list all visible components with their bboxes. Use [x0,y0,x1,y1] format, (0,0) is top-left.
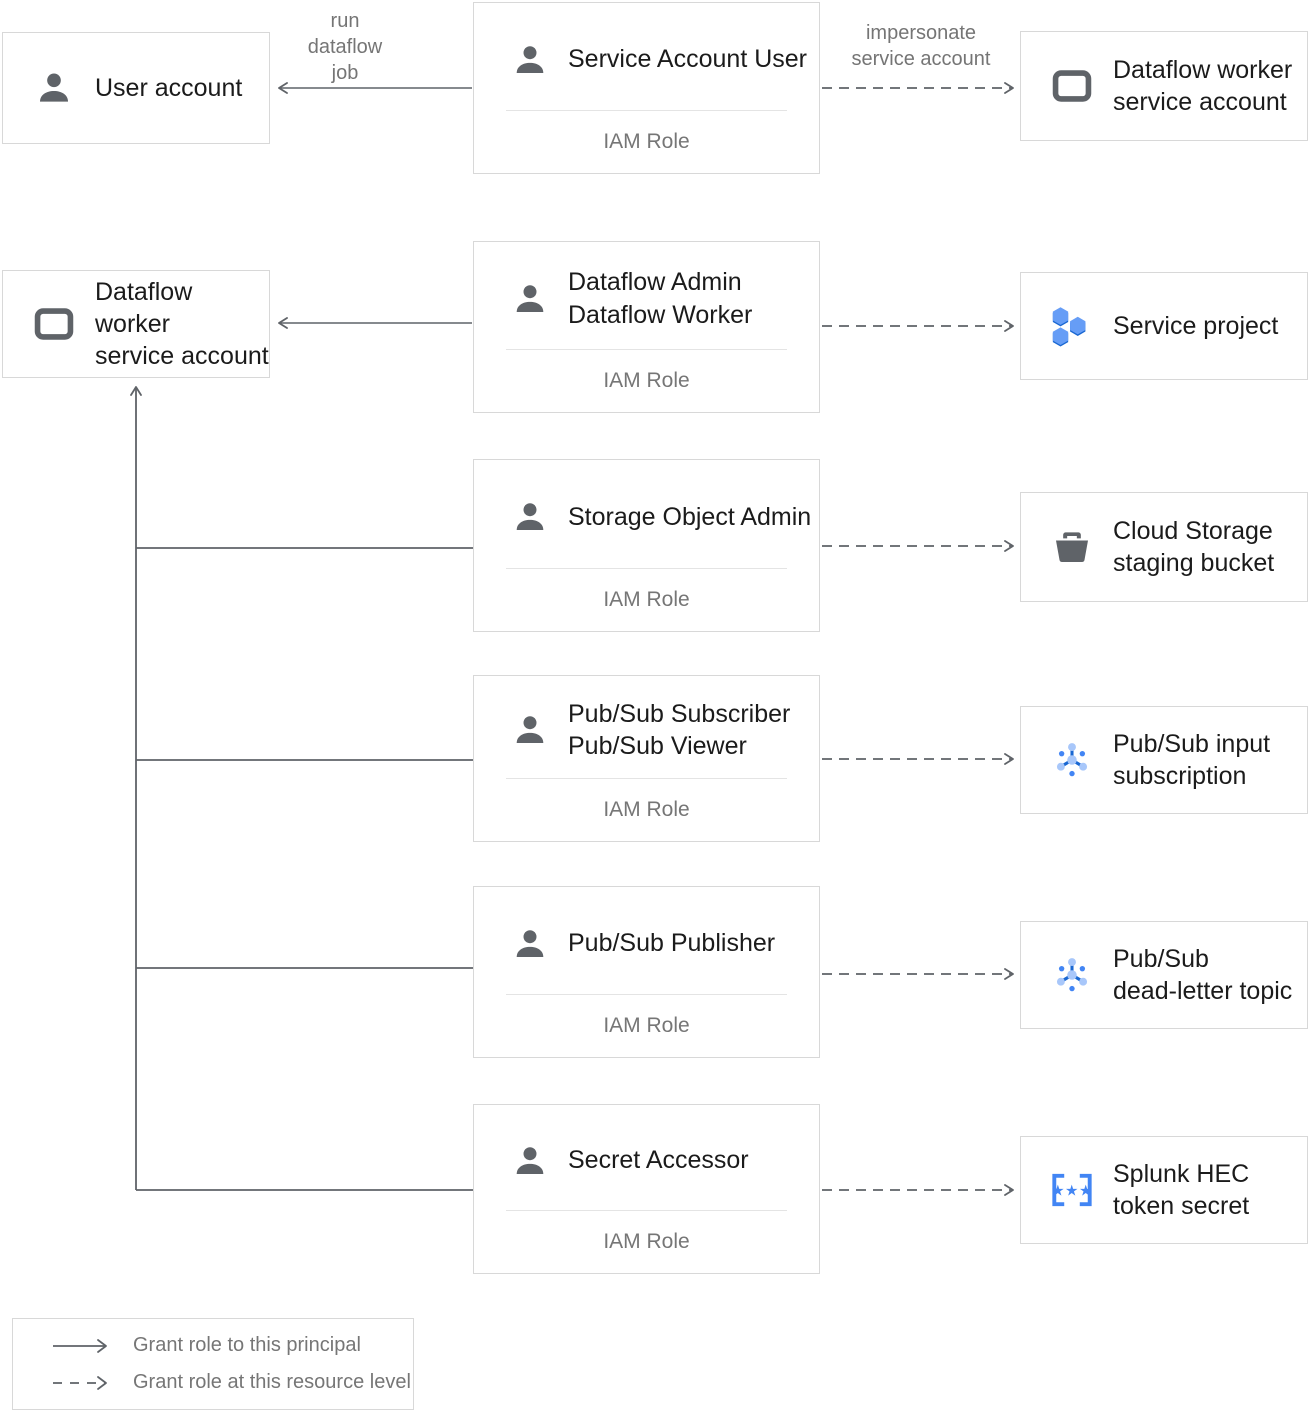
resource-label: Pub/Sub input subscription [1113,730,1271,790]
project-hexagons-icon [1049,303,1095,349]
legend-item-solid: Grant role to this principal [49,1334,413,1357]
legend-item-dashed: Grant role at this resource level [49,1371,413,1394]
role-card-caption: IAM Role [603,1230,690,1253]
resource-cloud-storage-staging-bucket[interactable]: Cloud Storage staging bucket [1020,492,1308,602]
role-card-header: Service Account User [474,3,819,110]
role-card-divider [506,1210,787,1211]
edge-label-impersonate-service-account: impersonate service account [851,22,991,70]
resource-service-project[interactable]: Service project [1020,272,1308,380]
person-icon [31,65,77,111]
role-card-caption: IAM Role [603,130,690,153]
role-name: Pub/Sub Publisher [568,929,776,958]
person-icon [508,495,552,539]
role-card-dataflow-admin-worker[interactable]: Dataflow Admin Dataflow Worker IAM Role [473,241,820,413]
role-card-header: Pub/Sub Publisher [474,887,819,994]
resource-dataflow-worker-service-account[interactable]: Dataflow worker service account [1020,31,1308,141]
edge-label-run-dataflow-job: run dataflow job [307,10,383,84]
edge-role-bus-trunk [130,386,473,1191]
service-account-icon [31,301,77,347]
solid-arrow-icon [49,1336,115,1356]
legend-item-label: Grant role at this resource level [133,1371,411,1393]
role-name: Storage Object Admin [568,502,812,531]
person-icon [508,38,552,82]
person-icon [508,277,552,321]
role-card-header: Secret Accessor [474,1105,819,1210]
role-card-caption: IAM Role [603,369,690,392]
resource-pubsub-dead-letter-topic[interactable]: Pub/Sub dead-letter topic [1020,921,1308,1029]
role-card-pubsub-subscriber-viewer[interactable]: Pub/Sub Subscriber Pub/Sub Viewer IAM Ro… [473,675,820,842]
resource-label: Dataflow worker service account [1113,56,1293,116]
person-icon [508,922,552,966]
role-name: Dataflow Admin Dataflow Worker [568,268,753,329]
person-icon [508,1139,552,1183]
role-card-divider [506,568,787,569]
resource-label: Splunk HEC token secret [1113,1160,1250,1220]
cloud-storage-bucket-icon [1049,524,1095,570]
role-card-caption: IAM Role [603,798,690,821]
person-icon [508,708,552,752]
principal-dataflow-worker-service-account[interactable]: Dataflow worker service account [2,270,270,378]
resource-label: Cloud Storage staging bucket [1113,517,1275,577]
resource-pubsub-input-subscription[interactable]: Pub/Sub input subscription [1020,706,1308,814]
role-card-header: Storage Object Admin [474,460,819,568]
role-card-header: Pub/Sub Subscriber Pub/Sub Viewer [474,676,819,778]
pubsub-icon [1049,952,1095,998]
role-name: Secret Accessor [568,1146,749,1175]
role-card-header: Dataflow Admin Dataflow Worker [474,242,819,349]
principal-user-account[interactable]: User account [2,32,270,144]
role-card-divider [506,349,787,350]
role-card-caption: IAM Role [603,588,690,611]
role-card-caption: IAM Role [603,1014,690,1037]
role-card-divider [506,994,787,995]
role-card-secret-accessor[interactable]: Secret Accessor IAM Role [473,1104,820,1274]
legend: Grant role to this principal Grant role … [12,1318,414,1410]
role-card-storage-object-admin[interactable]: Storage Object Admin IAM Role [473,459,820,632]
legend-item-label: Grant role to this principal [133,1334,361,1356]
role-card-pubsub-publisher[interactable]: Pub/Sub Publisher IAM Role [473,886,820,1058]
resource-splunk-hec-token-secret[interactable]: ★★★ Splunk HEC token secret [1020,1136,1308,1244]
dashed-arrow-icon [49,1373,115,1393]
service-account-icon [1049,63,1095,109]
secret-manager-icon: ★★★ [1049,1167,1095,1213]
role-name: Service Account User [568,45,807,74]
role-card-service-account-user[interactable]: Service Account User IAM Role [473,2,820,174]
role-card-divider [506,778,787,779]
pubsub-icon [1049,737,1095,783]
resource-label: Service project [1113,312,1279,340]
principal-label: Dataflow worker service account [95,278,269,370]
svg-text:★★★: ★★★ [1051,1183,1093,1200]
role-card-divider [506,110,787,111]
role-name: Pub/Sub Subscriber Pub/Sub Viewer [568,699,791,761]
principal-label: User account [95,74,243,102]
resource-label: Pub/Sub dead-letter topic [1113,945,1293,1005]
